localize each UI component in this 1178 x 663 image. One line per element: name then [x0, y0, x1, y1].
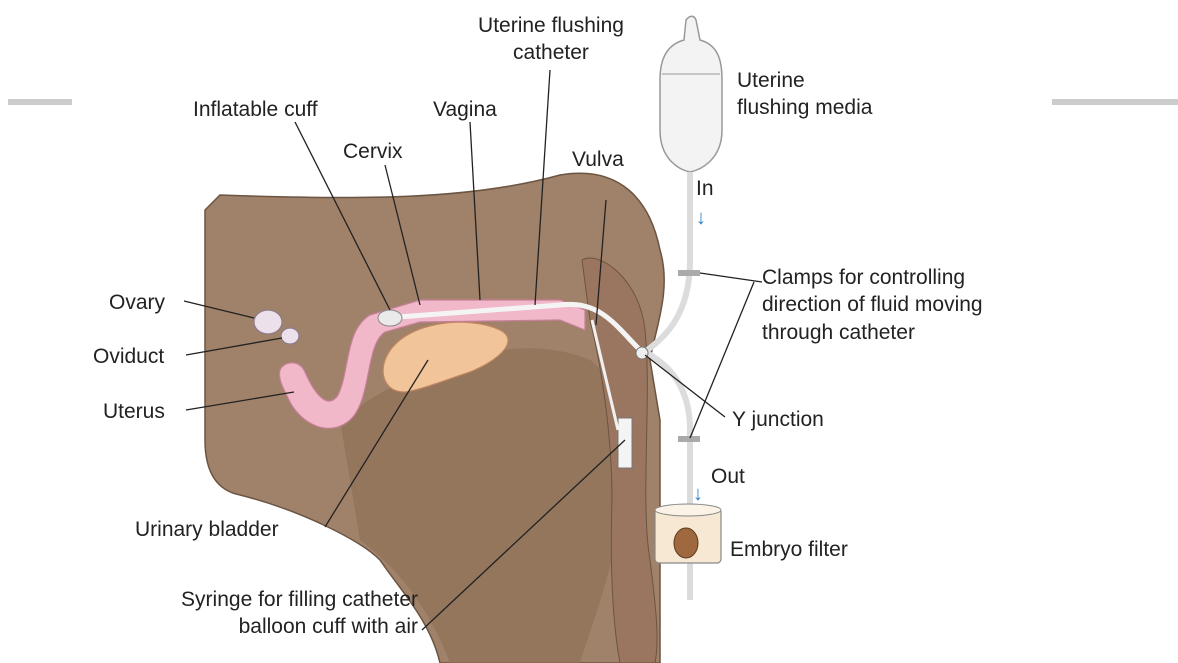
embryo-filter-mesh — [674, 528, 698, 558]
label-out: Out — [711, 463, 745, 490]
label-clamps: Clamps for controlling direction of flui… — [762, 264, 983, 346]
label-cervix: Cervix — [343, 138, 403, 165]
leader-clamp-upper — [700, 273, 762, 282]
label-in: In — [696, 175, 714, 202]
label-uterine-flushing-media: Uterine flushing media — [737, 67, 872, 122]
label-urinary-bladder: Urinary bladder — [135, 516, 279, 543]
label-vagina: Vagina — [433, 96, 497, 123]
label-uterus: Uterus — [103, 398, 165, 425]
flow-in-arrow-icon: ↓ — [696, 208, 706, 228]
label-inflatable-cuff: Inflatable cuff — [193, 96, 318, 123]
oviduct-shape — [281, 328, 299, 344]
right-edge-bar — [1052, 99, 1178, 105]
label-syringe: Syringe for filling catheter balloon cuf… — [108, 586, 418, 641]
ovary-shape — [254, 310, 282, 334]
label-y-junction: Y junction — [732, 406, 824, 433]
left-edge-bar — [8, 99, 72, 105]
label-oviduct: Oviduct — [93, 343, 164, 370]
label-vulva: Vulva — [572, 146, 624, 173]
clamp-lower — [678, 436, 700, 442]
flushing-media-bag — [660, 16, 722, 172]
y-junction-shape — [636, 347, 648, 359]
label-ovary: Ovary — [109, 289, 165, 316]
label-uterine-flushing-catheter: Uterine flushing catheter — [455, 12, 647, 67]
clamp-upper — [678, 270, 700, 276]
inflatable-cuff-shape — [378, 310, 402, 326]
embryo-filter-top — [655, 504, 721, 516]
syringe-shape — [618, 418, 632, 468]
label-embryo-filter: Embryo filter — [730, 536, 848, 563]
flow-out-arrow-icon: ↓ — [693, 484, 703, 504]
